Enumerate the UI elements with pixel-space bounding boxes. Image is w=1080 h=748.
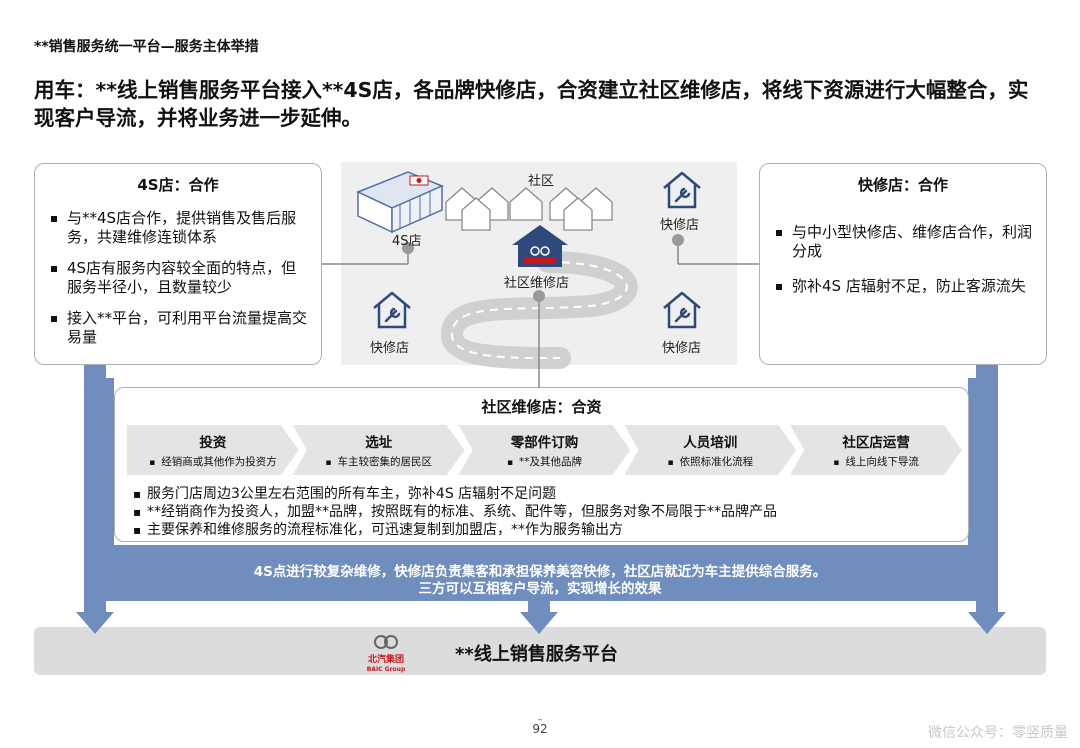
page-dash: – xyxy=(537,715,543,725)
platform-label: **线上销售服务平台 xyxy=(455,644,618,665)
logo-text-cn: 北汽集团 xyxy=(368,653,404,665)
quick-repair-card: 快修店：合作 与中小型快修店、维修店合作，利润分成 弥补4S 店辐射不足，防止客… xyxy=(759,163,1047,365)
label-4s-store: 4S店 xyxy=(392,234,422,249)
label-community: 社区 xyxy=(528,174,555,189)
list-item: 主要保养和维修服务的流程标准化，可迅速复制到加盟店，**作为服务输出方 xyxy=(133,521,956,539)
step-description: **及其他品牌 xyxy=(459,454,631,469)
bullet-list: 服务门店周边3公里左右范围的所有车主，弥补4S 店辐射不足问题 **经销商作为投… xyxy=(127,485,956,539)
dealership-building-icon xyxy=(356,171,444,234)
4s-store-card: 4S店：合作 与**4S店合作，提供销售及售后服务，共建维修连锁体系 4S店有服… xyxy=(34,163,322,365)
step-title: 投资 xyxy=(199,435,227,451)
step-description: 经销商或其他作为投资方 xyxy=(127,454,299,469)
process-step: 选址 车主较密集的居民区 xyxy=(293,425,465,475)
page-number: 92 xyxy=(532,722,548,736)
repair-shop-icon xyxy=(663,171,701,209)
breadcrumb: **销售服务统一平台—服务主体举措 xyxy=(34,39,259,55)
logo-text-en: BAIC Group xyxy=(367,666,406,673)
card-title: 社区维修店：合资 xyxy=(481,398,602,416)
list-item: 与**4S店合作，提供销售及售后服务，共建维修连锁体系 xyxy=(49,209,307,247)
step-description: 依照标准化流程 xyxy=(624,454,796,469)
label-quick-repair-right: 快修店 xyxy=(662,341,702,356)
card-title: 快修店：合作 xyxy=(857,176,948,194)
label-quick-repair-top: 快修店 xyxy=(660,218,700,233)
process-step: 社区店运营 线上向线下导流 xyxy=(790,425,962,475)
community-houses-icon xyxy=(445,187,613,231)
label-community-shop: 社区维修店 xyxy=(504,276,570,291)
list-item: 接入**平台，可利用平台流量提高交易量 xyxy=(49,309,307,347)
community-shop-card: 社区维修店：合资 投资 经销商或其他作为投资方 选址 车主较密集的居民区 零部件… xyxy=(114,387,969,542)
watermark: 微信公众号：零竖质量 xyxy=(928,725,1068,741)
list-item: 弥补4S 店辐射不足，防止客源流失 xyxy=(774,277,1032,296)
process-step: 零部件订购 **及其他品牌 xyxy=(459,425,631,475)
summary-text: 4S点进行较复杂维修，快修店负责集客和承担保养美容快修，社区店就近为车主提供综合… xyxy=(100,564,980,598)
card-title: 4S店：合作 xyxy=(137,176,219,194)
step-description: 线上向线下导流 xyxy=(790,454,962,469)
list-item: 服务门店周边3公里左右范围的所有车主，弥补4S 店辐射不足问题 xyxy=(133,485,956,503)
community-shop-icon xyxy=(512,225,568,267)
step-title: 选址 xyxy=(365,435,393,451)
platform-bar xyxy=(34,627,1046,675)
process-step: 投资 经销商或其他作为投资方 xyxy=(127,425,299,475)
list-item: 与中小型快修店、维修店合作，利润分成 xyxy=(774,223,1032,261)
repair-shop-icon xyxy=(663,291,701,329)
process-step: 人员培训 依照标准化流程 xyxy=(624,425,796,475)
summary-line: 三方可以互相客户导流，实现增长的效果 xyxy=(418,581,662,597)
baic-logo-icon: 北汽集团 BAIC Group xyxy=(367,635,406,673)
process-steps: 投资 经销商或其他作为投资方 选址 车主较密集的居民区 零部件订购 **及其他品… xyxy=(127,425,956,475)
step-title: 人员培训 xyxy=(683,435,738,451)
step-title: 零部件订购 xyxy=(510,435,579,451)
bullet-list: 与**4S店合作，提供销售及售后服务，共建维修连锁体系 4S店有服务内容较全面的… xyxy=(49,209,307,347)
repair-shop-icon xyxy=(373,291,411,329)
step-title: 社区店运营 xyxy=(842,435,910,451)
summary-line: 4S点进行较复杂维修，快修店负责集客和承担保养美容快修，社区店就近为车主提供综合… xyxy=(253,564,827,580)
step-description: 车主较密集的居民区 xyxy=(293,454,465,469)
bullet-list: 与中小型快修店、维修店合作，利润分成 弥补4S 店辐射不足，防止客源流失 xyxy=(774,223,1032,296)
page-title: 用车：**线上销售服务平台接入**4S店，各品牌快修店，合资建立社区维修店，将线… xyxy=(34,78,1029,130)
list-item: 4S店有服务内容较全面的特点，但服务半径小，且数量较少 xyxy=(49,259,307,297)
list-item: **经销商作为投资人，加盟**品牌，按照既有的标准、系统、配件等，但服务对象不局… xyxy=(133,503,956,521)
label-quick-repair-left: 快修店 xyxy=(370,341,410,356)
